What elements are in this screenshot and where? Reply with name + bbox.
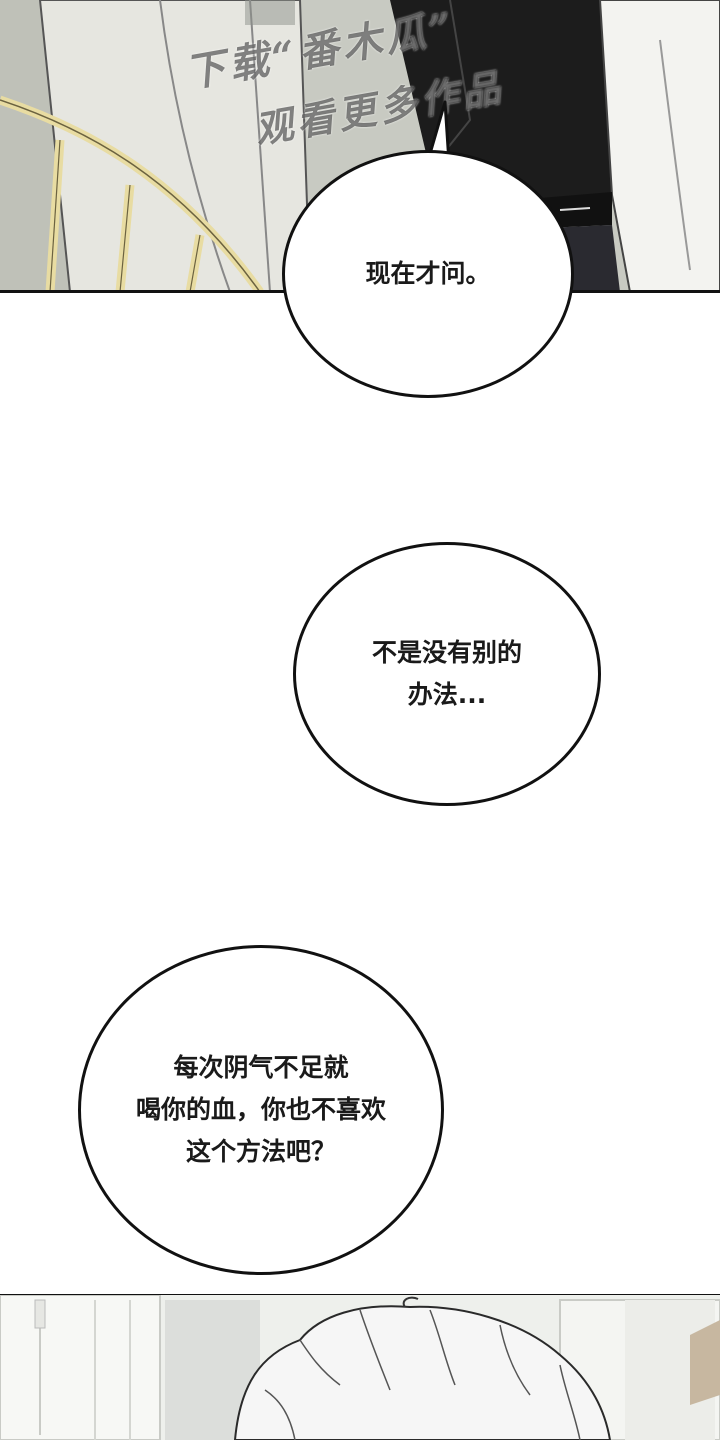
speech-bubble-1-text: 现在才问。	[365, 259, 491, 288]
speech-bubble-2: 不是没有别的 办法...	[293, 542, 601, 806]
top-panel-illustration: 下载“番木瓜” 观看更多作品	[0, 0, 720, 292]
top-panel-artwork	[0, 0, 720, 292]
speech-bubble-2-text: 不是没有别的 办法...	[371, 638, 522, 709]
bottom-panel-illustration	[0, 1295, 720, 1440]
bottom-panel-artwork	[0, 1295, 720, 1440]
speech-bubble-3-text: 每次阴气不足就 喝你的血，你也不喜欢 这个方法吧？	[135, 1053, 386, 1166]
speech-bubble-1: 现在才问。	[282, 150, 574, 398]
speech-bubble-3: 每次阴气不足就 喝你的血，你也不喜欢 这个方法吧？	[78, 945, 444, 1275]
